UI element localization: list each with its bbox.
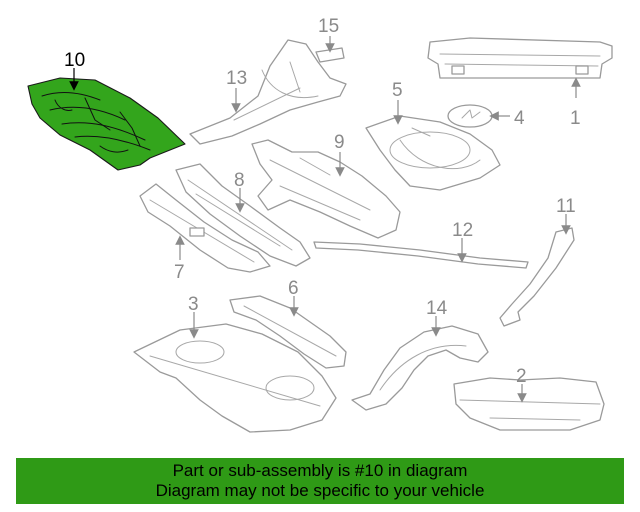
callout-13[interactable]: 13	[226, 68, 247, 89]
callout-2[interactable]: 2	[516, 366, 527, 387]
callout-3[interactable]: 3	[188, 294, 199, 315]
callout-1[interactable]: 1	[570, 108, 581, 129]
part-8-long-member[interactable]	[175, 163, 311, 267]
callout-7[interactable]: 7	[174, 262, 185, 283]
callout-8[interactable]: 8	[234, 170, 245, 191]
callout-6[interactable]: 6	[288, 278, 299, 299]
part-15-bracket[interactable]	[315, 47, 345, 63]
callout-15[interactable]: 15	[318, 16, 339, 37]
part-5-spare-wheel-well[interactable]	[365, 115, 501, 191]
banner-line-1: Part or sub-assembly is #10 in diagram	[172, 461, 468, 480]
part-2-rear-floor[interactable]	[453, 377, 605, 431]
part-4-plug[interactable]	[447, 104, 493, 128]
callout-11[interactable]: 11	[556, 196, 576, 217]
banner-line-2: Diagram may not be specific to your vehi…	[155, 481, 485, 500]
part-14-wheelhouse[interactable]	[351, 325, 489, 411]
callout-4[interactable]: 4	[514, 108, 525, 129]
part-13-wheelhouse[interactable]	[189, 39, 347, 145]
parts-diagram: 10 1 4 5 15 13 9 12 11 8 7 6 3 14 2	[27, 16, 613, 433]
part-11-curved-rail[interactable]	[499, 227, 575, 327]
part-10-floor-panel[interactable]	[27, 77, 186, 171]
callout-5[interactable]: 5	[392, 80, 403, 101]
part-3-front-floor[interactable]	[133, 323, 337, 433]
part-9-crossmember[interactable]	[251, 139, 401, 239]
callout-12[interactable]: 12	[452, 220, 473, 241]
info-banner: Part or sub-assembly is #10 in diagram D…	[16, 458, 624, 504]
callout-9[interactable]: 9	[334, 132, 345, 153]
callout-10[interactable]: 10	[64, 50, 85, 71]
part-12-rail[interactable]	[313, 241, 529, 269]
part-1-rear-panel[interactable]	[427, 37, 613, 79]
callout-14[interactable]: 14	[426, 298, 448, 319]
part-7-side-member[interactable]	[139, 183, 271, 273]
